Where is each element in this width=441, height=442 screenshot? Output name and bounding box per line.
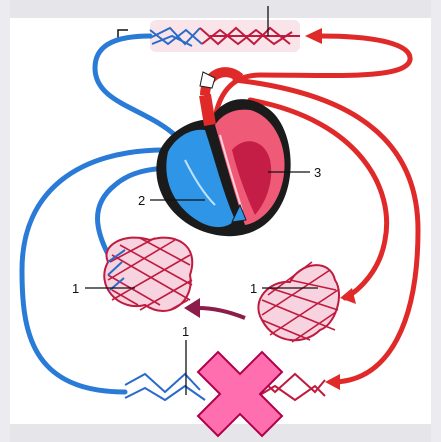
- label-heart-3: 3: [314, 165, 321, 180]
- frame-left: [0, 0, 10, 442]
- label-heart-2: 2: [138, 193, 145, 208]
- cross-mark-icon: [198, 352, 282, 436]
- right-capillary-bed: [258, 262, 339, 342]
- label-right-capillary: 1: [250, 281, 257, 296]
- label-bottom-capillary: 1: [182, 324, 189, 339]
- left-capillary-bed: [104, 238, 192, 311]
- frame-top: [0, 0, 441, 18]
- label-left-capillary: 1: [72, 281, 79, 296]
- arrowhead-bottom: [325, 374, 340, 390]
- frame-right: [431, 0, 441, 442]
- flow-arrow: [184, 298, 245, 318]
- arrowhead-top: [305, 28, 322, 44]
- venous-vessels: [22, 36, 180, 392]
